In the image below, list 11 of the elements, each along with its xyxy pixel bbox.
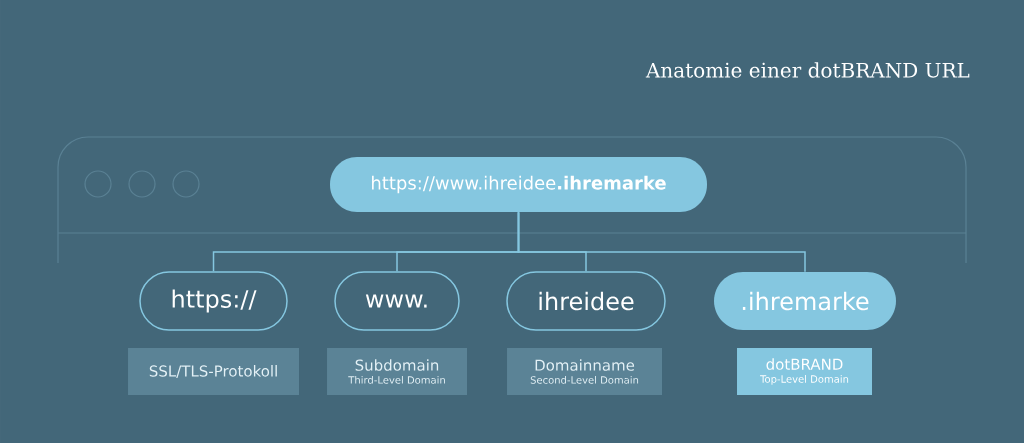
- label-box: dotBRAND Top-Level Domain: [737, 348, 872, 395]
- pill-box: ihreidee: [506, 271, 666, 331]
- label-box: Domainname Second-Level Domain: [507, 348, 662, 395]
- label-box: Subdomain Third-Level Domain: [327, 348, 467, 395]
- url-bar: https://www.ihreidee.ihremarke: [330, 157, 707, 212]
- title: Anatomie einer dotBRAND URL: [645, 62, 970, 78]
- label-box: SSL/TLS-Protokoll: [128, 348, 299, 395]
- pill-box: .ihremarke: [714, 272, 896, 330]
- pill-box: https://: [139, 271, 288, 331]
- connector-line: [517, 211, 806, 273]
- pill-box: www.: [334, 271, 460, 331]
